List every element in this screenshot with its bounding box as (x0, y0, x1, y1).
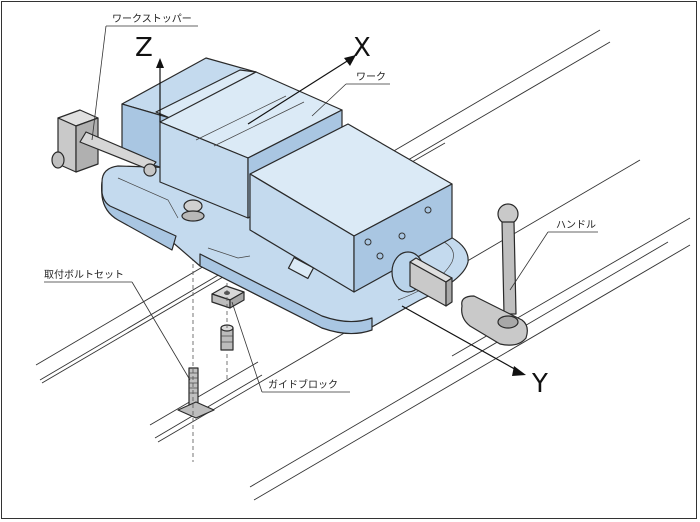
label-handle: ハンドル (556, 220, 596, 231)
vise-fixed-jaw (121, 57, 257, 171)
socket-bolt-part (220, 324, 234, 351)
axis-z-label: Z (135, 33, 153, 63)
label-guide-block: ガイドブロック (268, 378, 338, 391)
coordinate-axes (156, 55, 526, 376)
label-work-stopper: ワークストッパー (112, 13, 192, 25)
vise-clamp-nut (181, 199, 205, 222)
handle-part (461, 203, 528, 346)
mount-bolt-part (177, 367, 215, 419)
vise-movable-jaw (249, 123, 453, 293)
label-mount-bolt-set: 取付ボルトセット (44, 268, 124, 281)
axis-x-label: X (353, 33, 371, 63)
screw-shaft (391, 251, 453, 307)
guide-block-part (211, 285, 245, 309)
work-stopper-part (51, 109, 157, 177)
label-work: ワーク (356, 71, 386, 83)
axis-y-label: Y (531, 369, 548, 399)
callout-leaders (44, 25, 598, 393)
